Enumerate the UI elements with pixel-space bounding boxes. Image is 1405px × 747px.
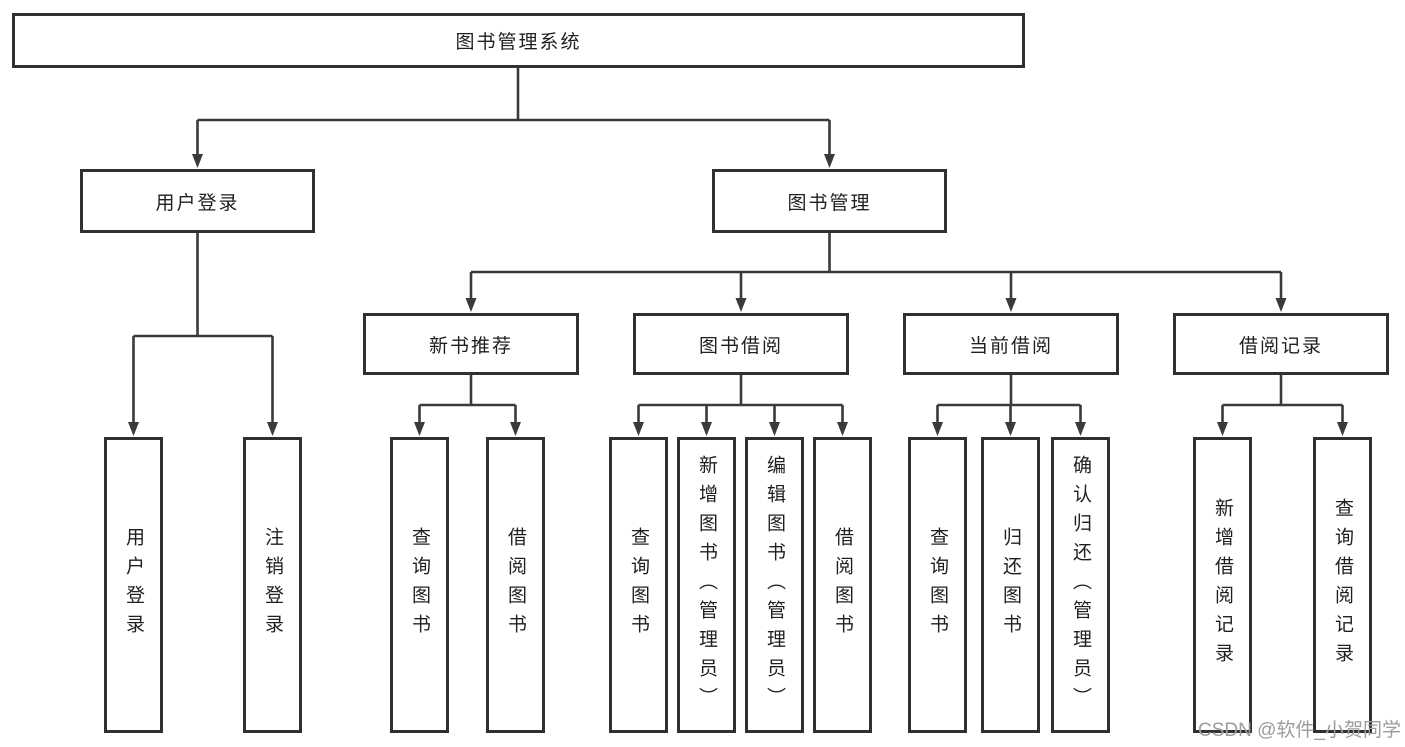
node-leaf-bb-query: 查询图书 [609, 437, 668, 733]
node-book-borrow-label: 图书借阅 [698, 335, 783, 357]
node-leaf-bb-add: 新增图书（管理员） [677, 437, 736, 733]
node-new-book-rec-label: 新书推荐 [428, 335, 513, 357]
connector-current-borrow-children [936, 375, 1082, 424]
connector-root-to-level2 [196, 68, 831, 156]
node-new-book-rec: 新书推荐 [363, 313, 579, 375]
node-borrow-record: 借阅记录 [1173, 313, 1389, 375]
node-leaf-cb-return: 归还图书 [981, 437, 1040, 733]
node-leaf-rec-query: 查询图书 [390, 437, 449, 733]
node-leaf-rec-query-label: 查询图书 [409, 527, 430, 643]
connector-borrow-record-children [1221, 375, 1344, 424]
node-leaf-user-login-label: 用户登录 [123, 527, 144, 643]
node-root-label: 图书管理系统 [455, 32, 582, 53]
node-leaf-cb-query-label: 查询图书 [927, 527, 948, 643]
node-leaf-rec-borrow-label: 借阅图书 [505, 527, 526, 643]
node-leaf-bb-borrow-label: 借阅图书 [832, 527, 853, 643]
node-leaf-br-query-label: 查询借阅记录 [1332, 498, 1353, 672]
node-leaf-bb-add-label: 新增图书（管理员） [696, 454, 717, 716]
node-user-login-label: 用户登录 [155, 192, 240, 214]
node-book-mgmt-label: 图书管理 [787, 192, 872, 214]
node-user-login: 用户登录 [80, 169, 315, 233]
node-book-mgmt: 图书管理 [712, 169, 947, 233]
connector-new-book-rec-children [418, 375, 517, 424]
node-current-borrow: 当前借阅 [903, 313, 1119, 375]
node-root: 图书管理系统 [12, 13, 1025, 68]
node-leaf-bb-borrow: 借阅图书 [813, 437, 872, 733]
node-leaf-br-query: 查询借阅记录 [1313, 437, 1372, 733]
node-book-borrow: 图书借阅 [633, 313, 849, 375]
connector-book-mgmt-children [469, 233, 1283, 300]
node-leaf-bb-edit: 编辑图书（管理员） [745, 437, 804, 733]
connector-user-login-children [132, 233, 274, 424]
node-leaf-cb-query: 查询图书 [908, 437, 967, 733]
node-leaf-cb-confirm: 确认归还（管理员） [1051, 437, 1110, 733]
node-borrow-record-label: 借阅记录 [1238, 335, 1323, 357]
arrowhead-icons [128, 154, 1348, 436]
watermark-text: CSDN @软件_小贺同学 [1198, 720, 1401, 741]
node-leaf-br-add: 新增借阅记录 [1193, 437, 1252, 733]
node-leaf-rec-borrow: 借阅图书 [486, 437, 545, 733]
node-leaf-br-add-label: 新增借阅记录 [1212, 498, 1233, 672]
node-leaf-bb-edit-label: 编辑图书（管理员） [764, 454, 785, 716]
connector-book-borrow-children [637, 375, 844, 424]
node-leaf-logout-label: 注销登录 [262, 527, 283, 643]
node-leaf-user-login: 用户登录 [104, 437, 163, 733]
node-leaf-cb-confirm-label: 确认归还（管理员） [1070, 454, 1091, 716]
node-leaf-bb-query-label: 查询图书 [628, 527, 649, 643]
node-leaf-cb-return-label: 归还图书 [1000, 527, 1021, 643]
node-leaf-logout: 注销登录 [243, 437, 302, 733]
node-current-borrow-label: 当前借阅 [968, 335, 1053, 357]
